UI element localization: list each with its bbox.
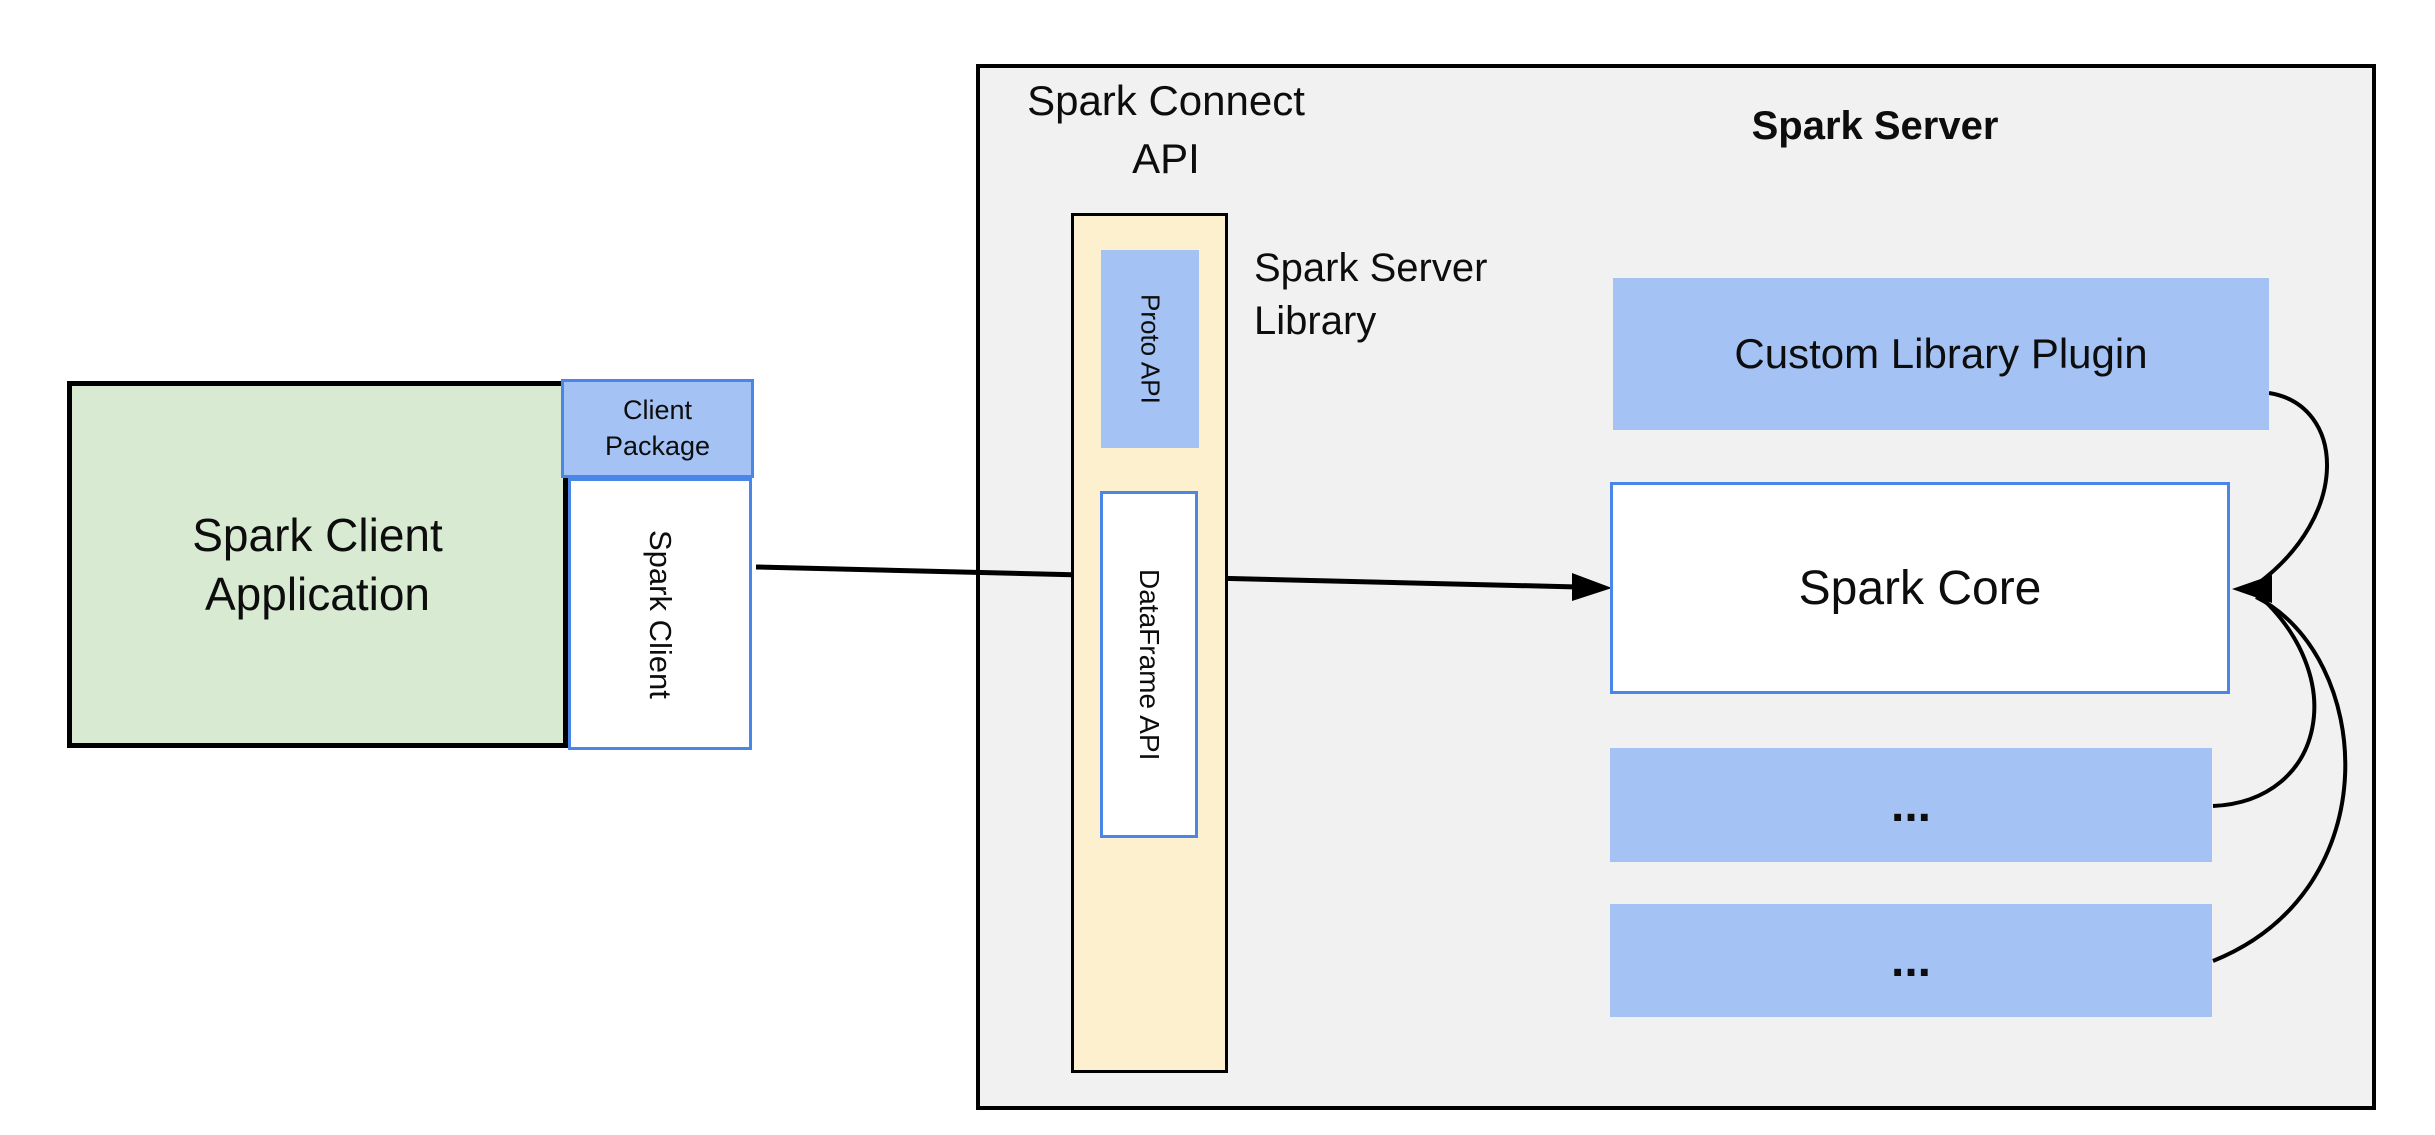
spark-client-application-label: Spark Client Application (192, 508, 443, 620)
arrowhead-into-spark-core-right (2232, 575, 2272, 603)
client-package-box: Client Package (561, 379, 754, 478)
spark-connect-api-title: Spark Connect API (1027, 77, 1305, 182)
spark-server-library-label: Spark Server Library (1254, 246, 1488, 343)
spark-client-box: Spark Client (568, 478, 752, 750)
spark-core-label: Spark Core (1798, 561, 2042, 615)
curve-plugin-to-core (2254, 391, 2329, 587)
proto-api-label: Proto API (1135, 294, 1166, 404)
curve-placeholder2-to-core (2212, 595, 2348, 963)
plugin-placeholder-box-2: ... (1610, 904, 2212, 1017)
custom-library-plugin-label: Custom Library Plugin (1734, 330, 2148, 377)
plugin-placeholder-box-1: ... (1610, 748, 2212, 862)
arrowhead-into-spark-core-left (1572, 573, 1612, 601)
plugin-placeholder-1-label: ... (1890, 778, 1931, 832)
curve-placeholder1-to-core (2212, 589, 2317, 808)
spark-core-box: Spark Core (1610, 482, 2230, 694)
dataframe-api-box: DataFrame API (1100, 491, 1198, 838)
dataframe-api-label: DataFrame API (1134, 568, 1165, 761)
plugin-placeholder-2-label: ... (1890, 934, 1931, 987)
client-package-label: Client Package (604, 395, 711, 461)
proto-api-box: Proto API (1101, 250, 1199, 448)
spark-client-application-box: Spark Client Application (67, 381, 568, 748)
custom-library-plugin-box: Custom Library Plugin (1613, 278, 2269, 430)
spark-server-title: Spark Server (1751, 104, 1999, 148)
spark-client-label: Spark Client (643, 529, 678, 699)
